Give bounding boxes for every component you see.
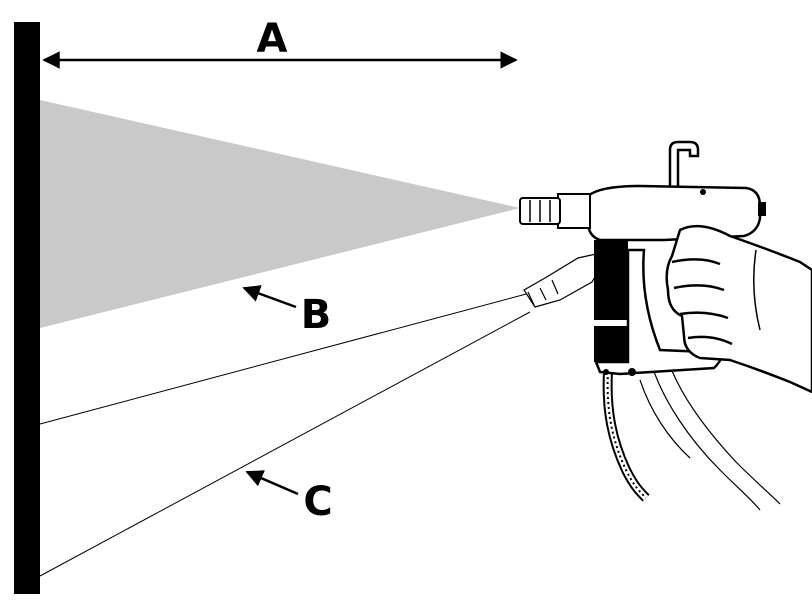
hand-icon [665,224,812,394]
wall-surface [14,22,40,594]
label-c: C [303,479,332,525]
angled-spray-fan [39,292,531,577]
callout-c-arrow [245,470,299,496]
angled-spray-gun-ghost [523,253,605,308]
callout-b-arrow [242,285,297,309]
hose [602,359,781,511]
label-b: B [301,292,332,338]
spray-gun-icon [519,140,766,376]
label-a: A [257,16,288,62]
spray-fan [40,100,520,328]
